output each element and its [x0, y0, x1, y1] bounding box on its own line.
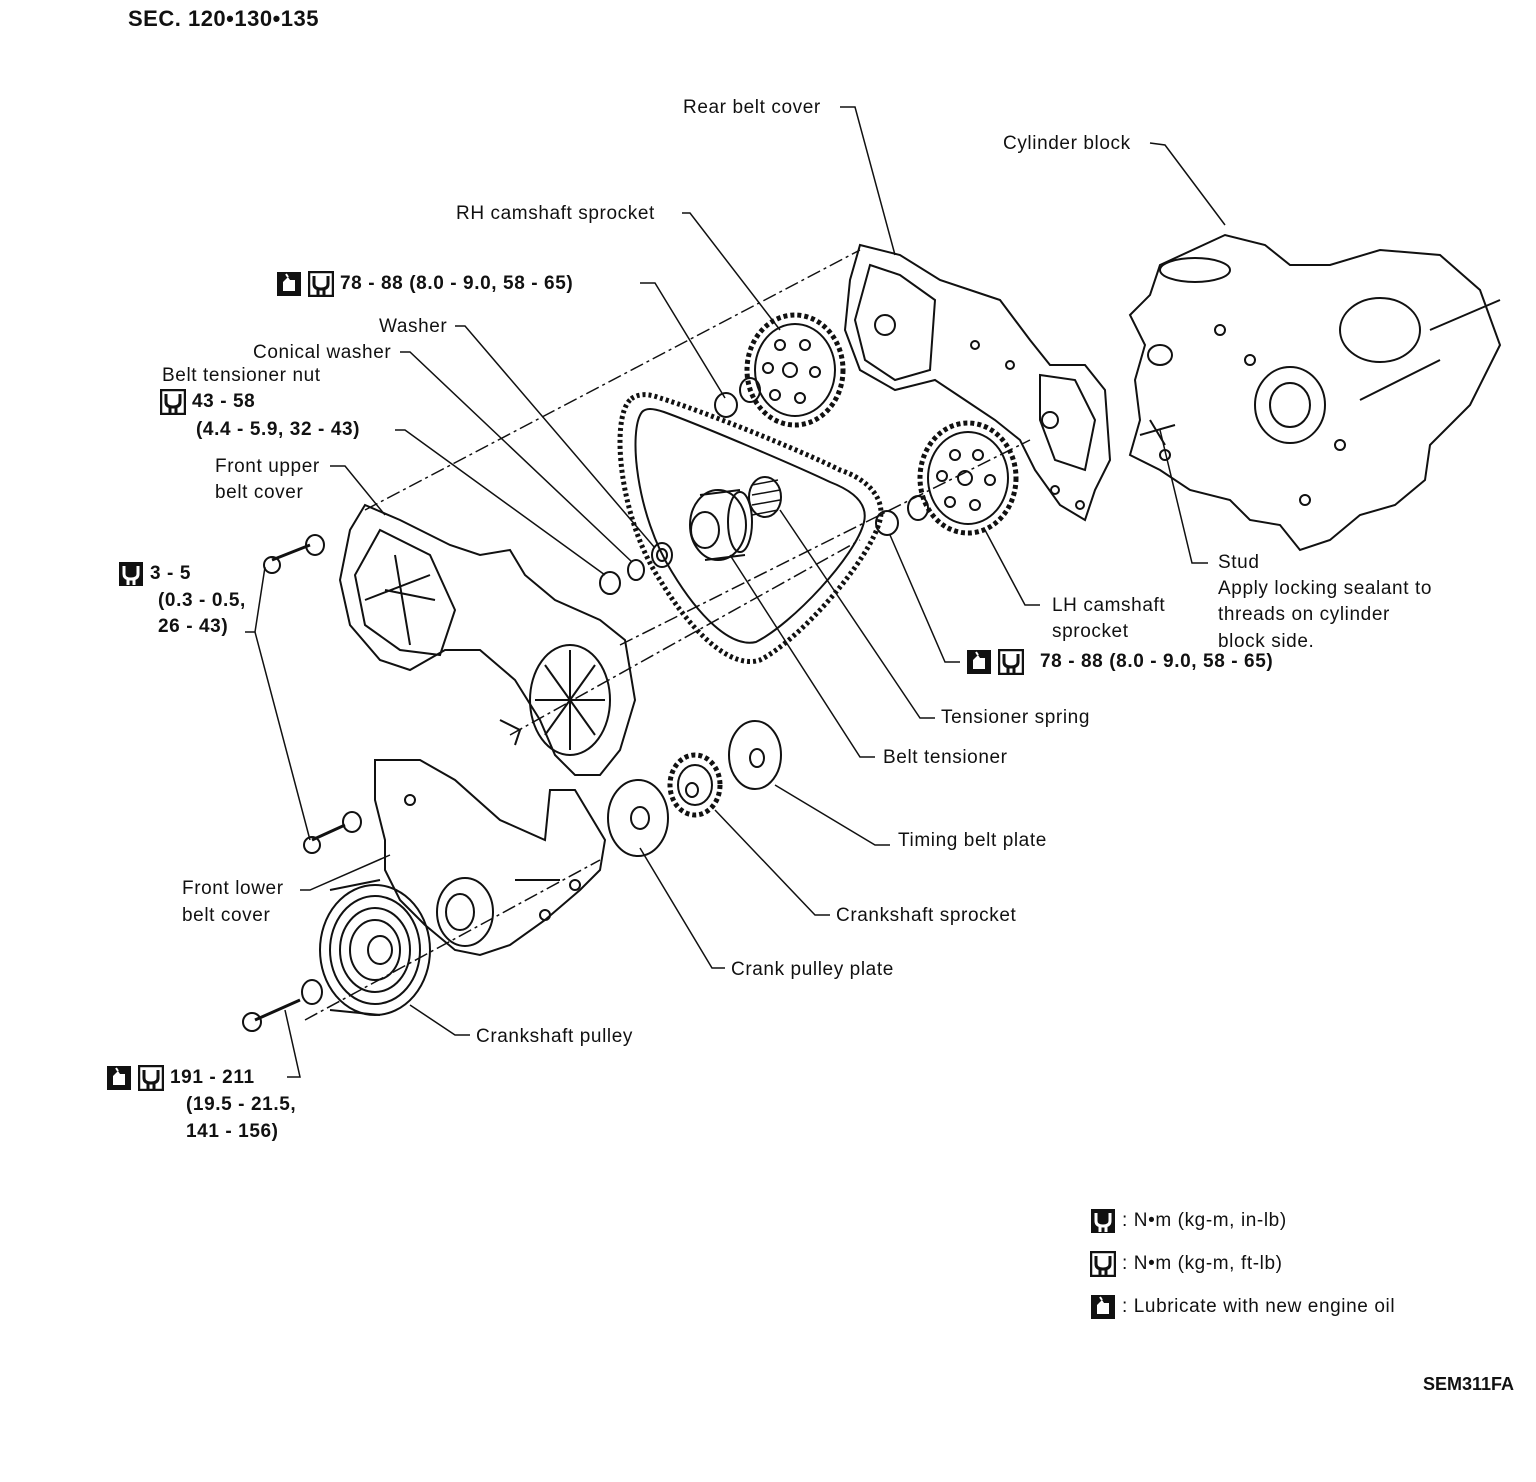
oil-can-icon — [966, 649, 992, 675]
rear-belt-cover — [843, 243, 1112, 522]
cover-bolts — [263, 534, 362, 854]
legend-lubricate: : Lubricate with new engine oil — [1090, 1294, 1395, 1320]
label-rear-belt-cover: Rear belt cover — [683, 97, 821, 118]
torque-crank-bolt-1: 191 - 211 — [106, 1064, 255, 1091]
oil-can-icon — [106, 1065, 132, 1091]
label-front-upper-belt-cover-2: belt cover — [215, 482, 304, 503]
label-rh-camshaft-sprocket: RH camshaft sprocket — [456, 203, 655, 224]
wrench-in-lb-icon — [1090, 1208, 1116, 1234]
label-tensioner-spring: Tensioner spring — [941, 707, 1091, 728]
wrench-ft-lb-icon — [308, 270, 334, 297]
crankshaft-pulley — [319, 879, 431, 1016]
label-stud-note-3: block side. — [1218, 631, 1315, 652]
torque-cover-bolts-2: (0.3 - 0.5, — [158, 590, 246, 611]
label-conical-washer: Conical washer — [253, 342, 392, 363]
tensioner-hardware — [599, 542, 673, 595]
leader-lines — [245, 106, 1226, 1078]
tensioner-spring — [748, 476, 782, 518]
label-crankshaft-sprocket: Crankshaft sprocket — [836, 905, 1017, 926]
label-stud-note-2: threads on cylinder — [1218, 604, 1390, 625]
wrench-ft-lb-icon — [160, 388, 186, 415]
rh-camshaft-bolt — [714, 377, 761, 418]
label-timing-belt-plate: Timing belt plate — [898, 830, 1047, 851]
torque-lh-cam-bolt: 78 - 88 (8.0 - 9.0, 58 - 65) — [966, 648, 1273, 675]
wrench-ft-lb-icon — [998, 648, 1024, 675]
figure-code: SEM311FA — [1422, 1374, 1514, 1394]
wrench-in-lb-icon — [118, 561, 144, 587]
timing-belt-plate — [728, 720, 782, 790]
wrench-ft-lb-icon — [1090, 1251, 1116, 1277]
torque-crank-bolt-3: 141 - 156) — [186, 1121, 279, 1142]
front-upper-belt-cover — [338, 503, 637, 776]
torque-crank-bolt-2: (19.5 - 21.5, — [186, 1094, 297, 1115]
cylinder-block — [1128, 233, 1502, 552]
label-lh-camshaft-sprocket-1: LH camshaft — [1052, 595, 1166, 616]
alignment-lines — [304, 249, 1031, 1021]
label-front-lower-belt-cover-1: Front lower — [182, 878, 284, 899]
label-washer: Washer — [379, 316, 448, 337]
torque-cover-bolts-1: 3 - 5 — [118, 560, 191, 587]
lh-camshaft-sprocket — [917, 420, 1019, 536]
crankshaft-sprocket — [667, 752, 723, 818]
wrench-ft-lb-icon — [138, 1064, 164, 1091]
section-title: SEC. 120•130•135 — [128, 6, 319, 31]
label-front-upper-belt-cover-1: Front upper — [215, 456, 320, 477]
torque-cover-bolts-3: 26 - 43) — [158, 616, 229, 637]
label-lh-camshaft-sprocket-2: sprocket — [1052, 621, 1129, 642]
label-crank-pulley-plate: Crank pulley plate — [731, 959, 894, 980]
front-lower-belt-cover — [374, 759, 607, 957]
label-belt-tensioner-nut: Belt tensioner nut — [162, 365, 321, 386]
label-stud: Stud — [1218, 552, 1260, 573]
torque-tensioner-nut-2: (4.4 - 5.9, 32 - 43) — [196, 419, 361, 440]
torque-tensioner-nut-1: 43 - 58 — [160, 388, 255, 415]
label-cylinder-block: Cylinder block — [1003, 133, 1131, 154]
timing-belt — [617, 392, 884, 664]
oil-can-icon — [276, 271, 302, 297]
oil-can-icon — [1090, 1294, 1116, 1320]
belt-tensioner — [689, 489, 753, 561]
label-front-lower-belt-cover-2: belt cover — [182, 905, 271, 926]
label-belt-tensioner: Belt tensioner — [883, 747, 1008, 768]
lh-camshaft-bolt — [875, 495, 929, 536]
label-crankshaft-pulley: Crankshaft pulley — [476, 1026, 633, 1047]
rh-camshaft-sprocket — [744, 312, 846, 428]
crank-pulley-plate — [607, 779, 669, 857]
label-stud-note-1: Apply locking sealant to — [1218, 578, 1433, 599]
torque-rh-cam-bolt: 78 - 88 (8.0 - 9.0, 58 - 65) — [276, 270, 573, 297]
legend-in-lb: : N•m (kg-m, in-lb) — [1090, 1208, 1287, 1234]
crankshaft-pulley-bolt — [242, 979, 323, 1032]
legend-ft-lb: : N•m (kg-m, ft-lb) — [1090, 1251, 1283, 1277]
